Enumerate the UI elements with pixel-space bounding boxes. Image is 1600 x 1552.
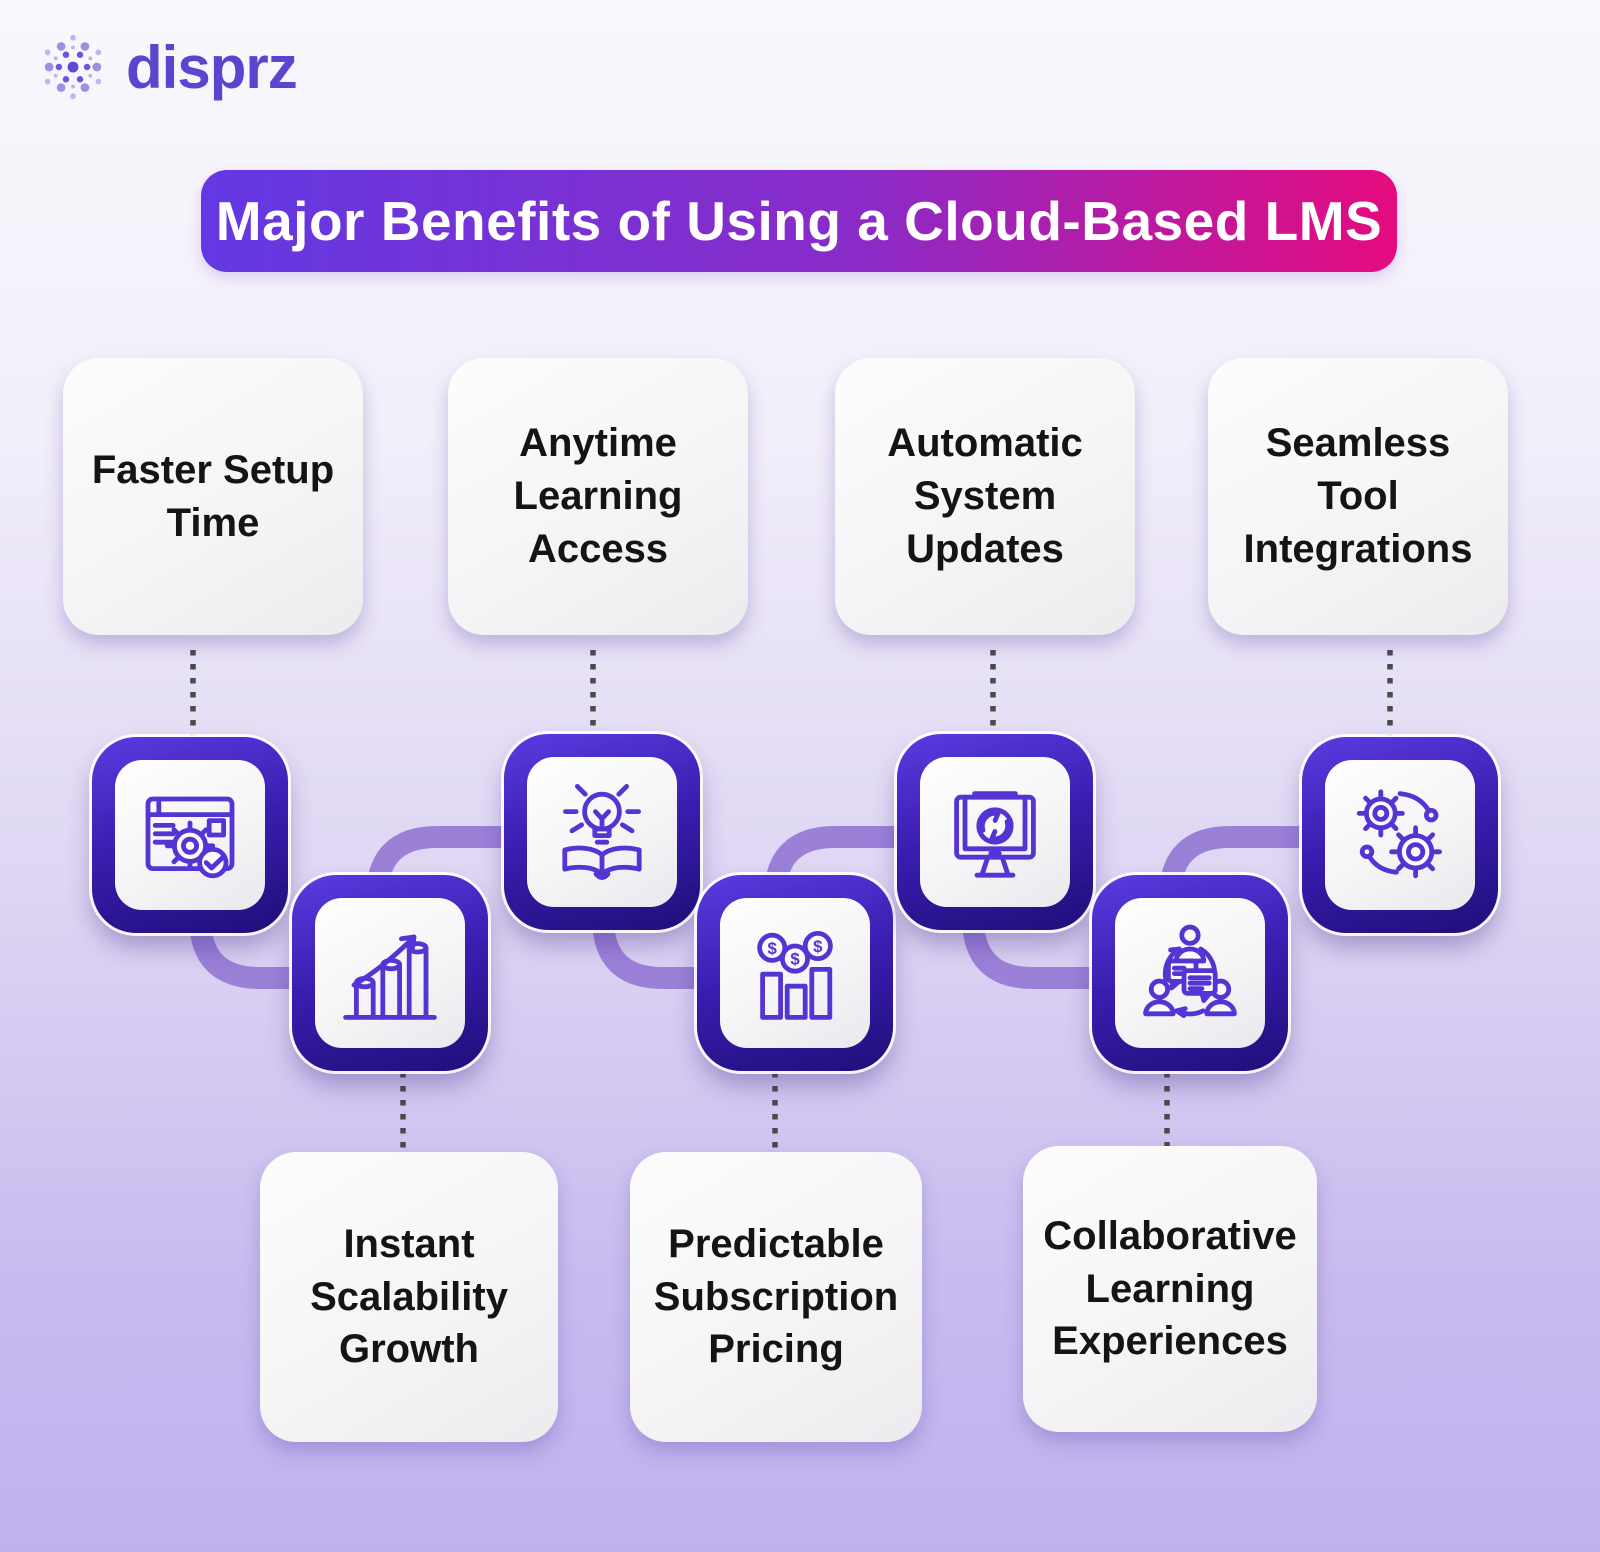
benefit-label: Seamless Tool Integrations [1243, 421, 1473, 571]
title-banner: Major Benefits of Using a Cloud-Based LM… [201, 170, 1397, 272]
benefit-label: Anytime Learning Access [513, 421, 683, 571]
benefit-label: Predictable Subscription Pricing [653, 1221, 899, 1372]
benefit-label: Faster Setup Time [91, 447, 335, 545]
icon-box-instant-scalability [292, 875, 488, 1071]
icon-tile [527, 757, 677, 907]
lightbulb-book-icon [562, 784, 642, 880]
icon-tile [1325, 760, 1475, 910]
benefit-card-anytime-learning-access: Anytime Learning Access [448, 358, 748, 635]
benefit-card-automatic-system-updates: Automatic System Updates [835, 358, 1135, 635]
icon-box-predictable-pricing: $ $ $ [697, 875, 893, 1071]
benefit-card-seamless-tool-integrations: Seamless Tool Integrations [1208, 358, 1508, 635]
coins-bar-chart-icon: $ $ $ [757, 931, 833, 1020]
icon-box-anytime-learning [504, 734, 700, 930]
svg-text:$: $ [813, 937, 823, 956]
icon-tile [1115, 898, 1265, 1048]
benefit-label: Automatic System Updates [887, 421, 1083, 571]
icon-tile: $ $ $ [720, 898, 870, 1048]
disprz-logo: disprz [34, 28, 298, 106]
page-title: Major Benefits of Using a Cloud-Based LM… [215, 190, 1383, 252]
benefit-label: Collaborative Learning Experiences [1043, 1213, 1297, 1364]
svg-text:$: $ [790, 950, 800, 969]
growth-bar-chart-icon [343, 934, 437, 1020]
icon-tile [115, 760, 265, 910]
icon-box-faster-setup [92, 737, 288, 933]
icon-box-automatic-updates [897, 734, 1093, 930]
disprz-logo-icon [44, 34, 102, 100]
benefit-card-predictable-subscription-pricing: Predictable Subscription Pricing [630, 1152, 922, 1442]
people-chat-cycle-icon [1143, 924, 1237, 1018]
browser-gear-check-icon [145, 796, 235, 879]
svg-text:$: $ [768, 939, 778, 958]
connected-gears-icon [1356, 789, 1442, 879]
icon-tile [920, 757, 1070, 907]
icon-box-seamless-integrations [1302, 737, 1498, 933]
brand-name: disprz [126, 33, 298, 101]
benefit-card-faster-setup-time: Faster Setup Time [63, 358, 363, 635]
benefit-label: Instant Scalability Growth [310, 1221, 508, 1372]
monitor-sync-icon [954, 791, 1036, 878]
icon-box-collaborative-learning [1092, 875, 1288, 1071]
benefit-card-collaborative-learning-experiences: Collaborative Learning Experiences [1023, 1146, 1317, 1432]
benefit-card-instant-scalability-growth: Instant Scalability Growth [260, 1152, 558, 1442]
icon-tile [315, 898, 465, 1048]
